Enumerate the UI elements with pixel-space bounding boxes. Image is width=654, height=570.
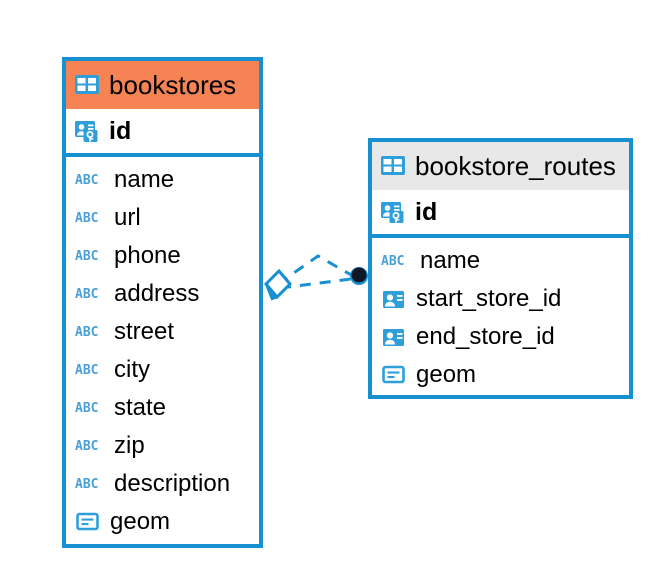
text-type-icon: ABC	[75, 210, 99, 226]
relationship-line-upper	[277, 254, 354, 286]
field-row[interactable]: ABC address	[66, 275, 259, 313]
filled-dot-marker	[351, 267, 367, 283]
field-row[interactable]: ABC phone	[66, 237, 259, 275]
primary-key-row[interactable]: id	[66, 109, 259, 157]
primary-key-row[interactable]: id	[372, 190, 629, 238]
field-row[interactable]: ABC city	[66, 351, 259, 389]
field-row[interactable]: geom	[372, 356, 629, 394]
field-label: zip	[114, 432, 145, 459]
field-label: geom	[110, 508, 171, 535]
field-row[interactable]: ABC street	[66, 313, 259, 351]
table-icon	[381, 156, 405, 175]
target-dot-halo	[350, 267, 368, 285]
entity-bookstores[interactable]: bookstores id ABC name ABC url ABC phone	[62, 57, 263, 548]
foreign-key-icon	[383, 329, 404, 346]
field-label: phone	[114, 242, 181, 269]
text-type-icon: ABC	[75, 476, 99, 492]
text-type-icon: ABC	[75, 248, 99, 264]
text-type-icon: ABC	[75, 400, 99, 416]
field-label: street	[114, 318, 175, 345]
field-label: description	[114, 470, 231, 497]
field-label: city	[114, 356, 150, 383]
entity-header-bookstores[interactable]: bookstores	[66, 61, 259, 109]
text-type-icon: ABC	[75, 438, 99, 454]
field-row[interactable]: ABC state	[66, 389, 259, 427]
diamond-tail-marker	[264, 283, 278, 301]
field-row[interactable]: ABC name	[372, 242, 629, 280]
text-type-icon: ABC	[381, 253, 405, 269]
text-type-icon: ABC	[75, 324, 99, 340]
entity-title: bookstore_routes	[415, 151, 616, 181]
primary-key-label: id	[109, 116, 132, 145]
field-label: geom	[416, 361, 477, 388]
field-label: start_store_id	[416, 285, 562, 312]
relationship-line-lower	[279, 277, 352, 290]
geometry-type-icon	[382, 365, 405, 384]
field-label: name	[114, 166, 175, 193]
entity-bookstore-routes[interactable]: bookstore_routes id ABC name	[368, 138, 633, 399]
field-row[interactable]: geom	[66, 503, 259, 541]
primary-key-icon	[381, 202, 404, 223]
primary-key-icon	[75, 121, 98, 142]
field-row[interactable]: ABC description	[66, 465, 259, 503]
text-type-icon: ABC	[75, 362, 99, 378]
field-label: end_store_id	[416, 323, 555, 350]
field-list-bookstores: ABC name ABC url ABC phone ABC address A…	[66, 157, 259, 541]
field-label: url	[114, 204, 141, 231]
field-label: name	[420, 247, 481, 274]
text-type-icon: ABC	[75, 172, 99, 188]
field-label: state	[114, 394, 167, 421]
field-row[interactable]: ABC zip	[66, 427, 259, 465]
field-row[interactable]: start_store_id	[372, 280, 629, 318]
text-type-icon: ABC	[75, 286, 99, 302]
field-label: address	[114, 280, 200, 307]
geometry-type-icon	[76, 512, 99, 531]
field-row[interactable]: end_store_id	[372, 318, 629, 356]
field-list-bookstore-routes: ABC name start_store_id end_store_id	[372, 238, 629, 394]
table-icon	[75, 75, 99, 94]
entity-title: bookstores	[109, 70, 237, 100]
entity-header-bookstore-routes[interactable]: bookstore_routes	[372, 142, 629, 190]
field-row[interactable]: ABC name	[66, 161, 259, 199]
primary-key-label: id	[415, 197, 438, 226]
foreign-key-icon	[383, 291, 404, 308]
field-row[interactable]: ABC url	[66, 199, 259, 237]
diamond-open-marker	[263, 268, 293, 300]
